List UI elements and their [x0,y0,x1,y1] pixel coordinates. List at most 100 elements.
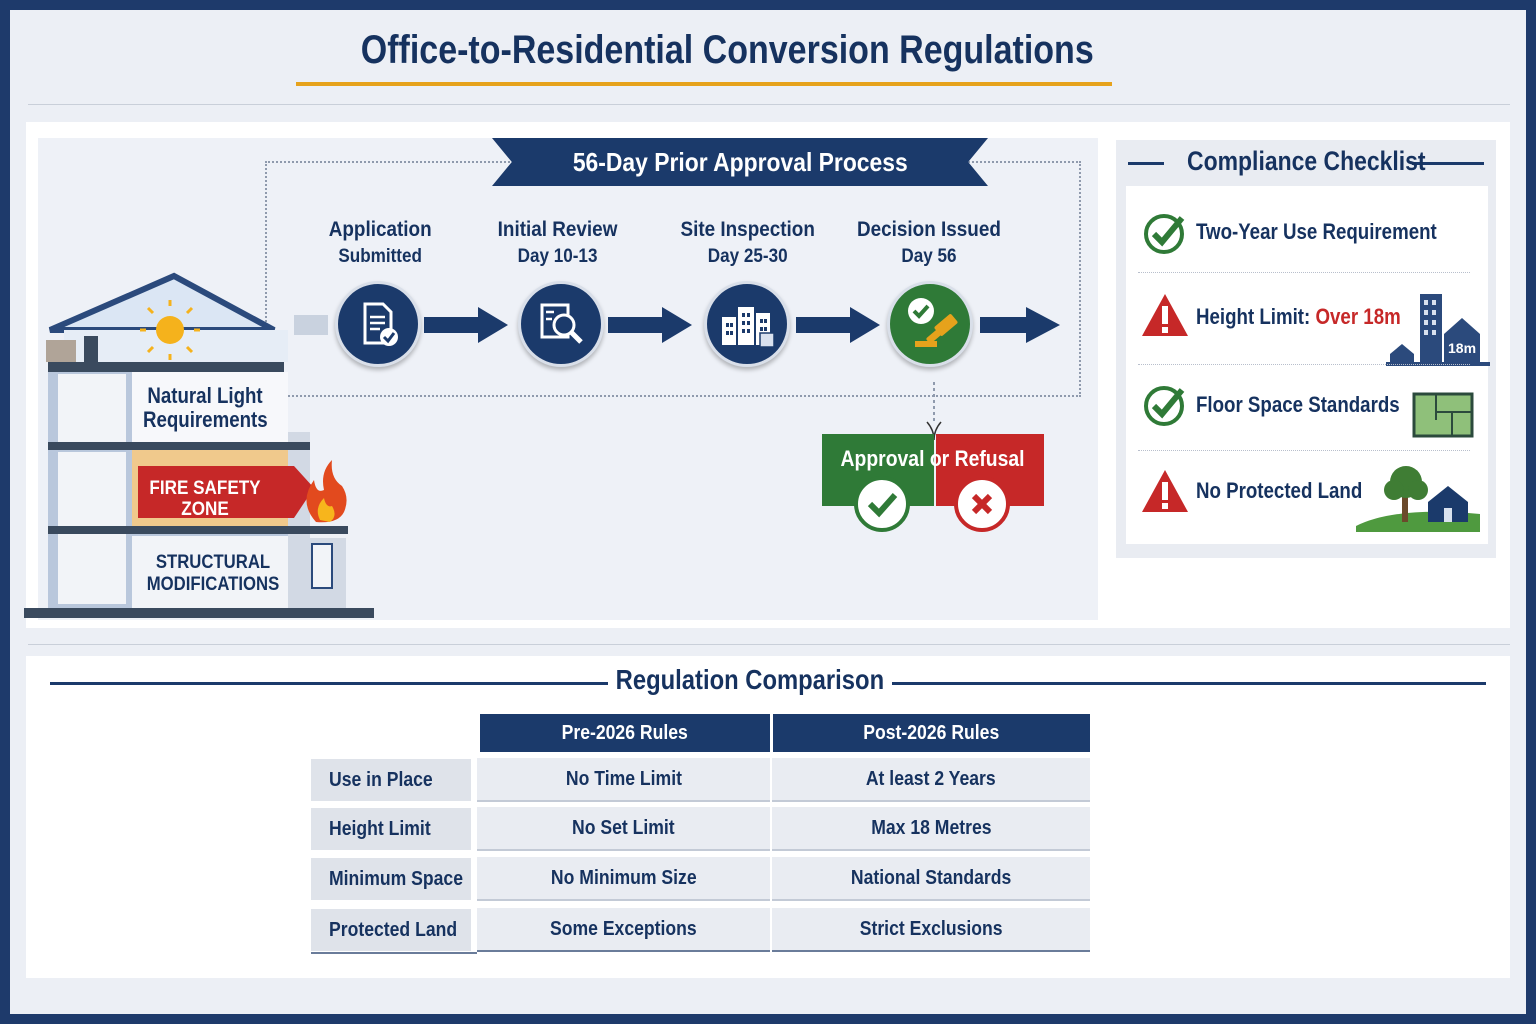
protected-land-icon [1356,466,1480,532]
table-cell: No Minimum Size [477,857,770,901]
height-badge: 18m [1448,340,1477,356]
structural-label: STRUCTURAL MODIFICATIONS [134,552,292,596]
document-check-icon [335,281,421,367]
column-header-post: Post-2026 Rules [773,714,1090,752]
approval-label: Approval [840,446,925,471]
cross-circle-icon [954,476,1010,532]
table-cell: No Time Limit [477,758,770,802]
arrow-right-icon [608,307,692,343]
process-banner-text: 56-Day Prior Approval Process [572,146,908,177]
divider [1138,272,1470,273]
buildings-icon [704,281,790,367]
item-highlight: Over 18m [1315,304,1401,329]
step-1-sub: Submitted [338,246,422,267]
divider [28,644,1510,645]
cell-text: No Time Limit [565,767,682,790]
arrow-start-icon [294,315,328,335]
header-text: Pre-2026 Rules [561,721,689,744]
table-cell: Max 18 Metres [772,807,1090,851]
approval-or-refusal: Approval or Refusal [822,446,1044,472]
arrow-right-icon [424,307,508,343]
title-underline [296,82,1112,86]
label-line: FIRE SAFETY [149,478,261,499]
table-cell: National Standards [772,857,1090,901]
cell-text: No Set Limit [572,816,675,839]
label-line: Requirements [142,407,268,432]
checklist-item-floor-space: Floor Space Standards [1196,392,1436,418]
comparison-title: Regulation Comparison [560,664,940,696]
checklist-item-height: Height Limit: Over 18m [1196,304,1437,330]
checklist-item-two-year: Two-Year Use Requirement [1196,219,1479,245]
row-label: Minimum Space [329,867,463,890]
row-header: Minimum Space [311,858,471,900]
arrow-right-icon [796,307,880,343]
cell-text: Some Exceptions [550,917,697,940]
cell-text: Max 18 Metres [870,816,992,839]
row-header: Protected Land [311,909,471,951]
building-illustration [24,272,374,618]
step-3-sub: Day 25-30 [708,246,788,267]
refusal-label: Refusal [955,446,1026,471]
checklist-title-text: Compliance Checklist [1186,146,1426,176]
table-cell: Strict Exclusions [772,908,1090,952]
table-cell: No Set Limit [477,807,770,851]
warning-icon [1142,470,1188,512]
label-line: STRUCTURAL [155,552,271,573]
arrow-right-icon [980,307,1060,343]
column-header-pre: Pre-2026 Rules [480,714,770,752]
step-4-sub: Day 56 [901,246,957,267]
check-circle-icon [1144,214,1185,254]
label-line: MODIFICATIONS [146,574,280,595]
process-banner: 56-Day Prior Approval Process [492,138,988,186]
title-rule [50,682,608,685]
comparison-title-text: Regulation Comparison [615,664,885,695]
check-circle-icon [854,476,910,532]
table-bottom-rule [311,952,477,954]
step-2-title: Initial Review [498,218,618,241]
cell-text: National Standards [850,866,1012,889]
divider [28,104,1510,105]
gavel-check-icon [887,281,973,367]
fire-safety-label: FIRE SAFETY ZONE [134,478,276,520]
table-cell: Some Exceptions [477,908,770,952]
document-search-icon [518,281,604,367]
connector-line [926,382,942,441]
title-rule [1412,162,1484,165]
row-label: Protected Land [329,918,458,941]
natural-light-label: Natural Light Requirements [132,384,278,432]
cell-text: At least 2 Years [866,767,996,790]
check-circle-icon [1144,386,1185,426]
header-text: Post-2026 Rules [863,721,1000,744]
label-line: Natural Light [147,383,263,408]
table-cell: At least 2 Years [772,758,1090,802]
title-rule [1128,162,1164,165]
cell-text: No Minimum Size [550,866,697,889]
or-label: or [930,446,950,471]
checklist-title: Compliance Checklist [1128,146,1484,177]
divider [1138,364,1470,365]
row-label: Use in Place [329,768,433,791]
item-label: Two-Year Use Requirement [1196,219,1437,244]
divider [1138,450,1470,451]
cell-text: Strict Exclusions [859,917,1003,940]
label-line: ZONE [181,499,229,520]
title-rule [892,682,1486,685]
floor-plan-icon [1412,392,1474,438]
step-2-sub: Day 10-13 [518,246,598,267]
step-3-title: Site Inspection [680,218,816,241]
item-label: No Protected Land [1196,478,1363,503]
item-label: Floor Space Standards [1196,392,1400,417]
row-label: Height Limit [329,817,431,840]
page-title: Office-to-Residential Conversion Regulat… [360,28,1094,72]
row-header: Use in Place [311,759,471,801]
warning-icon [1142,294,1188,336]
checklist-item-protected-land: No Protected Land [1196,478,1392,504]
step-4-title: Decision Issued [857,218,1001,241]
row-header: Height Limit [311,808,471,850]
item-label: Height Limit: [1196,304,1311,329]
step-1-title: Application [328,218,432,241]
